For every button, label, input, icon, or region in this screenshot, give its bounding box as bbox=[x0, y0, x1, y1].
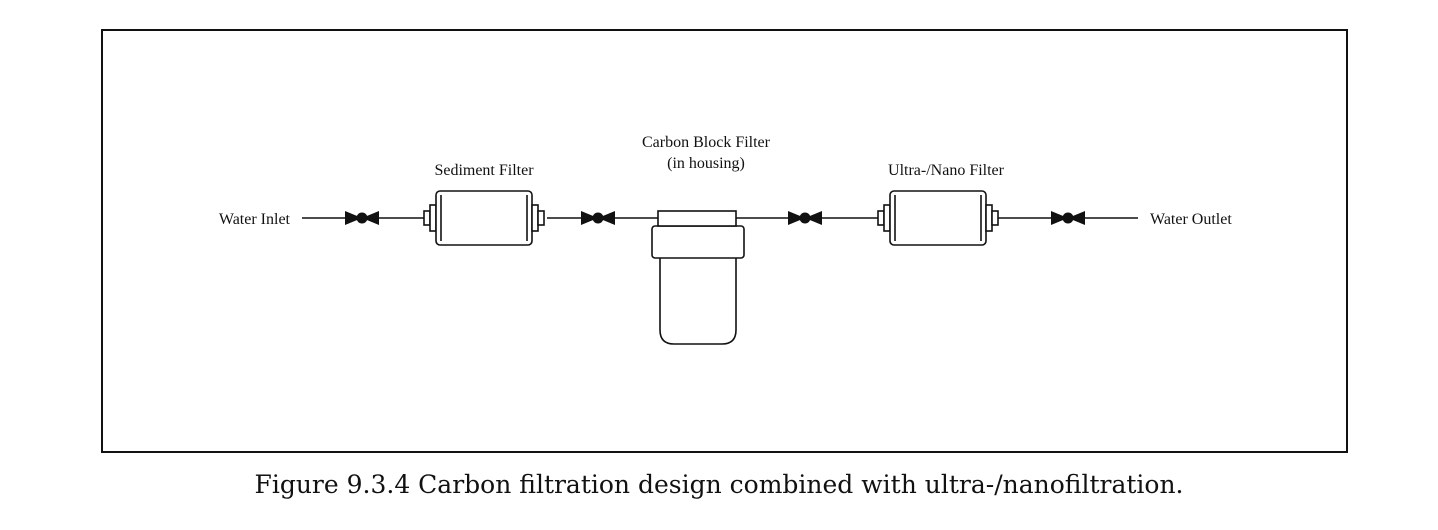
valve-icon[interactable] bbox=[1051, 211, 1085, 225]
valve-icon[interactable] bbox=[788, 211, 822, 225]
figure-caption: Figure 9.3.4 Carbon filtration design co… bbox=[254, 470, 1184, 499]
water-inlet-label: Water Inlet bbox=[219, 211, 291, 228]
sediment-filter-label: Sediment Filter bbox=[434, 162, 534, 179]
sediment-filter-icon bbox=[423, 190, 545, 246]
valve-icon[interactable] bbox=[345, 211, 379, 225]
ultra-nano-filter-icon bbox=[877, 190, 999, 246]
ultra-nano-filter-label: Ultra-/Nano Filter bbox=[888, 162, 1005, 179]
carbon-block-filter-icon bbox=[651, 210, 745, 345]
valve-icon[interactable] bbox=[581, 211, 615, 225]
carbon-block-filter-label: Carbon Block Filter bbox=[642, 134, 771, 151]
carbon-block-filter-sublabel: (in housing) bbox=[667, 155, 745, 172]
water-outlet-label: Water Outlet bbox=[1150, 211, 1232, 228]
